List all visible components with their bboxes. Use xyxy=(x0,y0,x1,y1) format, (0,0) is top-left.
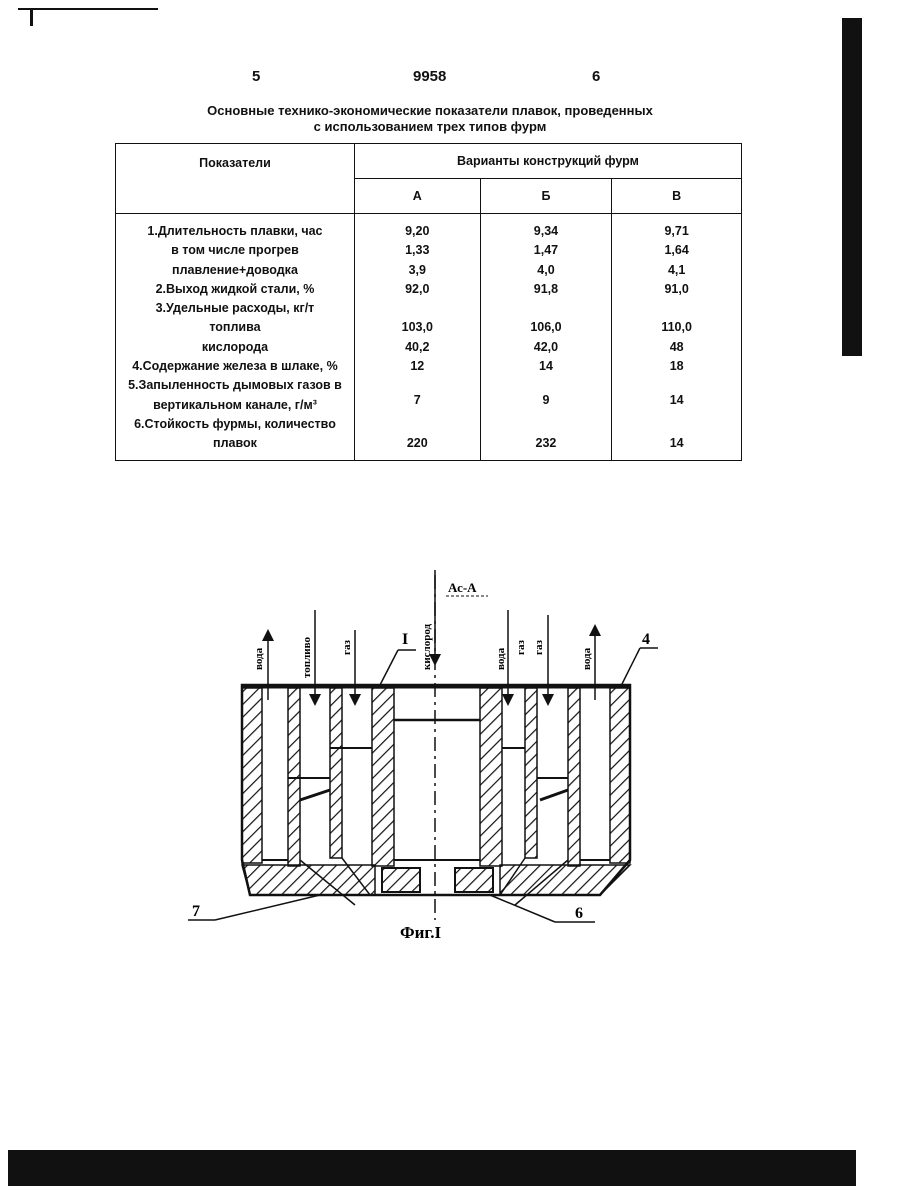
flow-label-water-left: вода xyxy=(253,647,265,670)
figure-caption: Фиг.I xyxy=(400,923,441,942)
value-cell: 4,0 xyxy=(481,261,612,280)
value-cell: 18 xyxy=(612,357,741,376)
flow-label-gas-right-1: газ xyxy=(515,640,527,655)
value-cell: 103,0 xyxy=(355,318,480,337)
value-cell: 14 xyxy=(612,376,741,415)
value-cell: 1,64 xyxy=(612,241,741,260)
flow-label-water-right-2: вода xyxy=(581,647,593,670)
value-cell: 9,71 xyxy=(612,222,741,241)
callout-7: 7 xyxy=(192,903,200,920)
column-c: 9,71 1,64 4,1 91,0 110,0 48 18 14 14 xyxy=(612,214,742,461)
wall-center-right xyxy=(480,688,502,866)
value-cell: 9,20 xyxy=(355,222,480,241)
row-label: топлива xyxy=(116,318,354,337)
value-cell xyxy=(612,299,741,318)
value-cell: 4,1 xyxy=(612,261,741,280)
column-labels: 1.Длительность плавки, час в том числе п… xyxy=(116,214,355,461)
value-cell: 91,0 xyxy=(612,280,741,299)
value-cell: 3,9 xyxy=(355,261,480,280)
nozzle-insert-right xyxy=(455,868,493,892)
value-cell: 12 xyxy=(355,357,480,376)
row-label: 1.Длительность плавки, час xyxy=(116,222,354,241)
row-label: 3.Удельные расходы, кг/т xyxy=(116,299,354,318)
value-cell: 14 xyxy=(612,434,741,453)
row-label: 6.Стойкость фурмы, количество xyxy=(116,415,354,434)
indicators-table: Показатели Варианты конструкций фурм А Б… xyxy=(115,143,742,461)
row-label: плавление+доводка xyxy=(116,261,354,280)
value-cell: 40,2 xyxy=(355,338,480,357)
value-cell xyxy=(612,415,741,434)
nozzle-plate-right xyxy=(500,865,630,895)
value-cell: 9 xyxy=(481,376,612,415)
header-indicators: Показатели xyxy=(116,144,355,214)
value-cell: 92,0 xyxy=(355,280,480,299)
wall-outer-right xyxy=(610,688,630,863)
subheader-a: А xyxy=(354,179,480,214)
table-title-line1: Основные технико-экономические показател… xyxy=(150,103,710,119)
value-cell: 14 xyxy=(481,357,612,376)
scan-bottom-bar xyxy=(8,1150,856,1186)
nozzle-plate-left xyxy=(242,865,375,895)
subheader-b: Б xyxy=(480,179,612,214)
flow-label-oxygen: кислород xyxy=(421,623,433,670)
header-variants: Варианты конструкций фурм xyxy=(354,144,741,179)
row-label: 4.Содержание железа в шлаке, % xyxy=(116,357,354,376)
value-cell: 220 xyxy=(355,434,480,453)
value-cell: 48 xyxy=(612,338,741,357)
value-cell xyxy=(355,299,480,318)
row-label: 5.Запыленность дымовых газов в xyxy=(116,376,354,395)
row-label: 2.Выход жидкой стали, % xyxy=(116,280,354,299)
wall-outer-left xyxy=(242,688,262,863)
nozzle-insert-left xyxy=(382,868,420,892)
value-cell: 7 xyxy=(355,376,480,415)
flow-label-water-right: вода xyxy=(495,647,507,670)
column-b: 9,34 1,47 4,0 91,8 106,0 42,0 14 9 232 xyxy=(480,214,612,461)
value-cell: 42,0 xyxy=(481,338,612,357)
row-label: вертикальном канале, г/м³ xyxy=(116,396,354,415)
value-cell: 110,0 xyxy=(612,318,741,337)
row-label: кислорода xyxy=(116,338,354,357)
scan-edge-bar xyxy=(842,18,862,356)
flow-label-gas-left: газ xyxy=(341,640,353,655)
section-label: Ас-А xyxy=(448,580,477,595)
row-label: плавок xyxy=(116,434,354,453)
wall-left-3 xyxy=(330,688,342,858)
flow-label-gas-right-2: газ xyxy=(533,640,545,655)
value-cell xyxy=(481,415,612,434)
patent-number: 9958 xyxy=(413,68,446,85)
callout-6: 6 xyxy=(575,905,583,922)
value-cell: 1,47 xyxy=(481,241,612,260)
callout-1: I xyxy=(402,631,408,648)
page-number-left: 5 xyxy=(252,68,260,85)
value-cell: 232 xyxy=(481,434,612,453)
subheader-c: В xyxy=(612,179,742,214)
scan-corner-mark xyxy=(18,8,158,10)
value-cell xyxy=(481,299,612,318)
callout-4: 4 xyxy=(642,631,650,648)
wall-right-2 xyxy=(568,688,580,866)
value-cell xyxy=(355,415,480,434)
wall-center-left xyxy=(372,688,394,866)
row-label-multiline: 5.Запыленность дымовых газов в вертикаль… xyxy=(116,376,354,415)
scan-corner-tick xyxy=(30,8,33,26)
value-cell: 91,8 xyxy=(481,280,612,299)
column-a: 9,20 1,33 3,9 92,0 103,0 40,2 12 7 220 xyxy=(354,214,480,461)
tuyere-cross-section-drawing: вода топливо газ кислород вода газ газ в… xyxy=(170,560,670,950)
page-number-right: 6 xyxy=(592,68,600,85)
value-cell: 1,33 xyxy=(355,241,480,260)
table-title-line2: с использованием трех типов фурм xyxy=(150,119,710,135)
flow-label-fuel: топливо xyxy=(301,637,313,678)
value-cell: 106,0 xyxy=(481,318,612,337)
value-cell: 9,34 xyxy=(481,222,612,241)
wall-right-3 xyxy=(525,688,537,858)
row-label: в том числе прогрев xyxy=(116,241,354,260)
table-title: Основные технико-экономические показател… xyxy=(150,103,710,135)
